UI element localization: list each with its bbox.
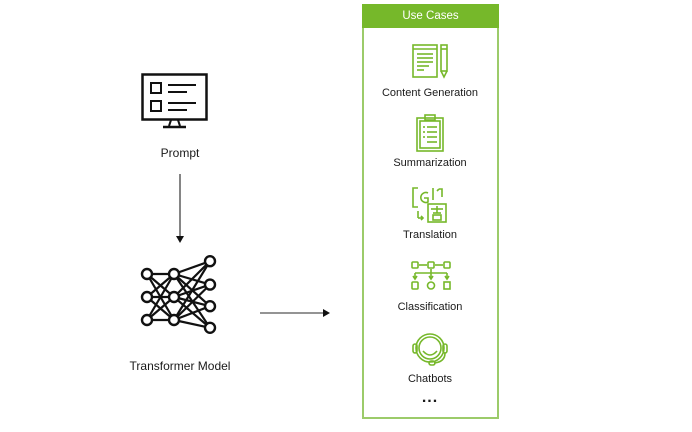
- use-case-translation: Translation: [402, 229, 458, 241]
- headset-icon: [412, 333, 448, 366]
- more-ellipsis: ...: [421, 389, 439, 406]
- network-node: [203, 300, 217, 313]
- use-case-summarization: Summarization: [393, 157, 467, 169]
- network-edge: [173, 260, 211, 298]
- network-edge: [173, 260, 211, 276]
- transformer-model-label: Transformer Model: [129, 359, 231, 373]
- network-node: [203, 278, 217, 291]
- network-node: [167, 267, 181, 281]
- network-edge: [173, 260, 211, 321]
- network-edge: [173, 305, 211, 322]
- network-node: [140, 290, 154, 304]
- document-pencil-icon: [412, 44, 448, 79]
- monitor-checklist-icon: [141, 73, 208, 129]
- arrow-down-icon: [176, 174, 184, 243]
- network-node: [140, 313, 154, 327]
- network-node: [140, 267, 154, 281]
- clipboard-checklist-icon: [416, 114, 444, 152]
- use-cases-panel: [362, 4, 499, 419]
- hierarchy-icon: [411, 261, 451, 290]
- use-case-content-generation: Content Generation: [381, 87, 479, 99]
- arrow-right-icon: [260, 309, 330, 317]
- network-node: [203, 254, 217, 268]
- translation-icon: [412, 187, 447, 223]
- network-edge: [146, 273, 175, 321]
- use-case-classification: Classification: [397, 301, 463, 313]
- use-cases-header: Use Cases: [362, 4, 499, 28]
- prompt-label: Prompt: [160, 146, 200, 160]
- network-node: [167, 290, 181, 304]
- neural-network-icon: [140, 254, 217, 335]
- use-case-chatbots: Chatbots: [407, 373, 453, 385]
- network-node: [167, 313, 181, 327]
- network-edge: [173, 283, 211, 321]
- network-node: [203, 321, 217, 335]
